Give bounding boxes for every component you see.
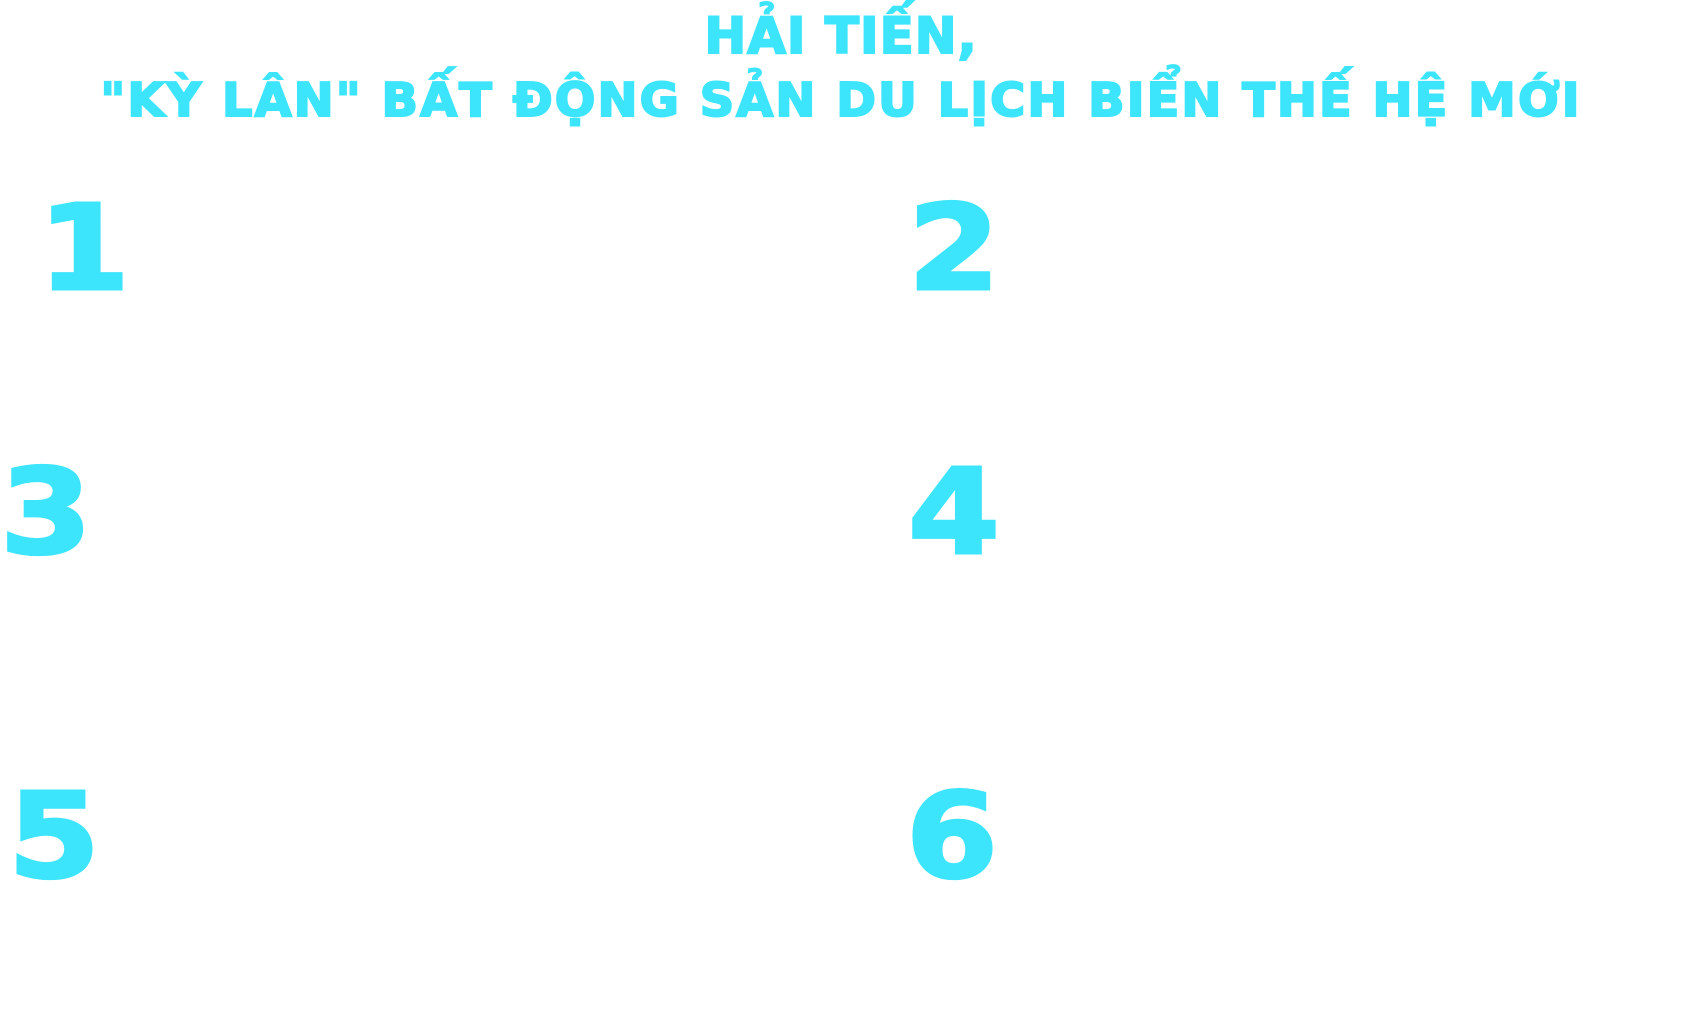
section-number-5: 5 [6, 767, 101, 905]
section-number-3: 3 [0, 443, 94, 581]
section-number-1: 1 [36, 179, 131, 317]
section-number-6: 6 [904, 767, 999, 905]
section-number-2: 2 [906, 179, 1001, 317]
section-number-4: 4 [906, 443, 1001, 581]
page-title-line-1: HẢI TIẾN, [703, 6, 978, 66]
page-title-line-2: "KỲ LÂN" BẤT ĐỘNG SẢN DU LỊCH BIỂN THẾ H… [99, 72, 1582, 128]
